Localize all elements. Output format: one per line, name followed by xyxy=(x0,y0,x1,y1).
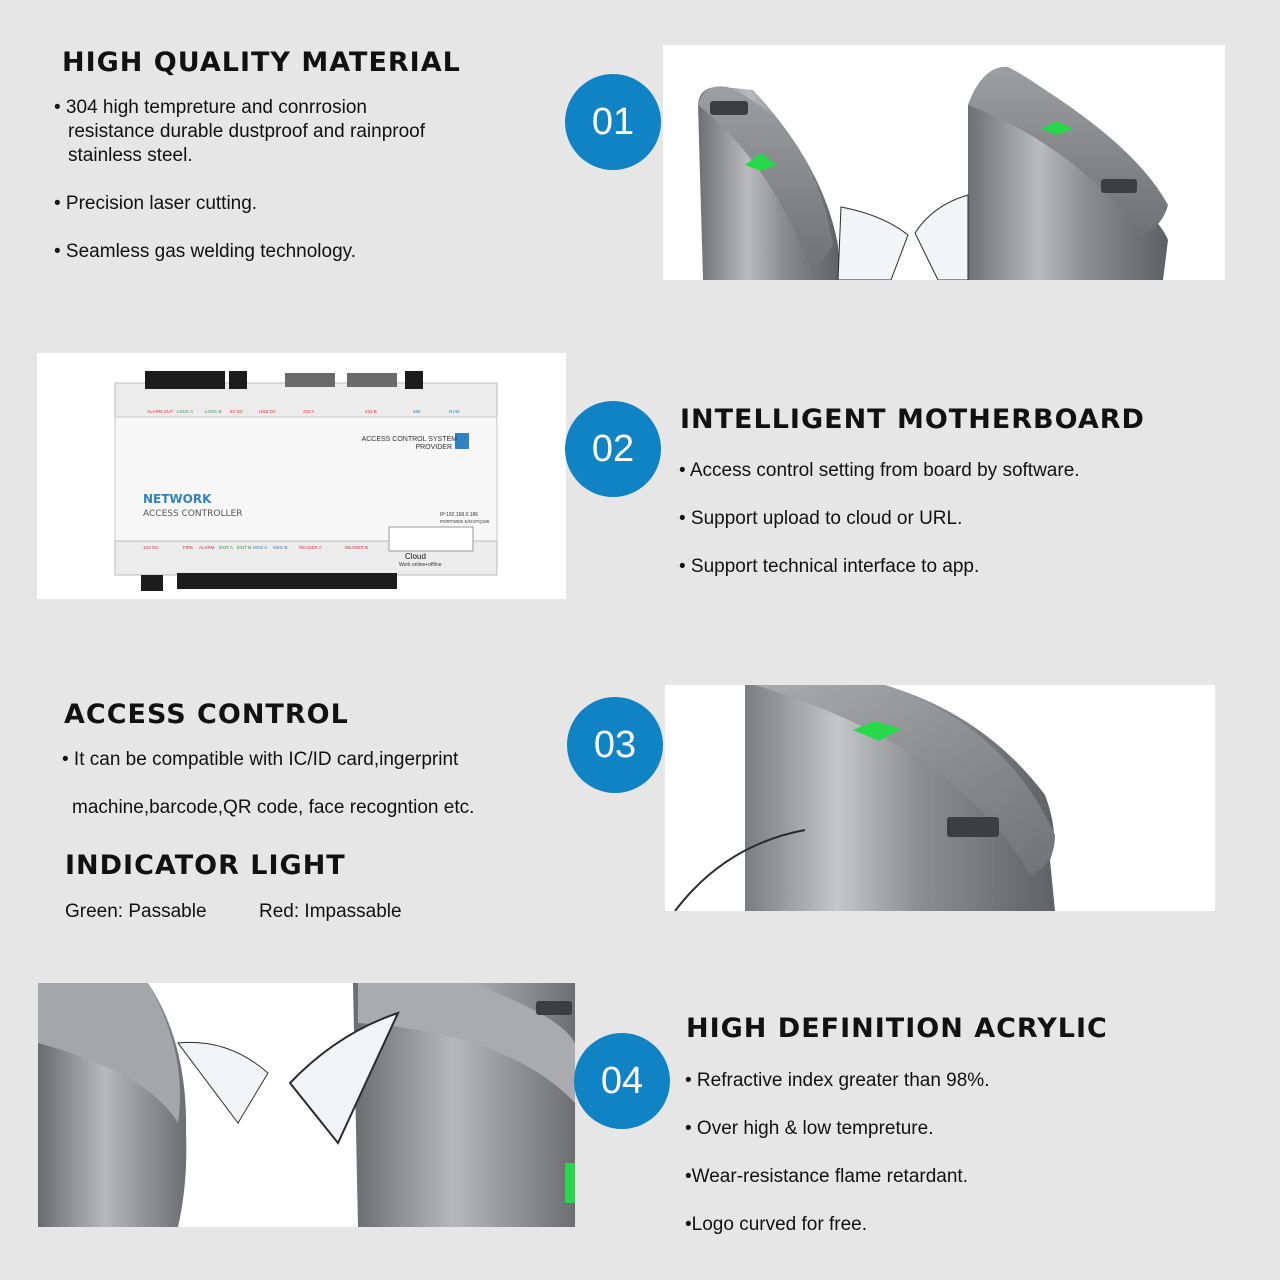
port-label: ALARM xyxy=(199,545,215,550)
turnstile-image-1 xyxy=(698,66,1168,280)
material-item-1-cont: resistance durable dustproof and rainpro… xyxy=(68,121,426,142)
controller-ip: IP:192.168.0.186 xyxy=(440,512,478,518)
material-item-2: • Precision laser cutting. xyxy=(54,193,258,214)
section-number-badge: 03 xyxy=(567,697,663,793)
controller-board-image: ACCESS CONTROL SYSTEM PROVIDER NETWORK A… xyxy=(114,371,498,591)
motherboard-item-2: • Support upload to cloud or URL. xyxy=(679,508,963,529)
controller-brand-2: PROVIDER xyxy=(415,444,452,451)
acrylic-item-1: • Refractive index greater than 98%. xyxy=(685,1070,990,1091)
port-label: FIRE xyxy=(183,545,193,550)
port-label: 5V DC xyxy=(230,409,244,414)
port-label: USB DC xyxy=(259,409,277,414)
section-number-badge: 02 xyxy=(565,401,661,497)
controller-product-1: NETWORK xyxy=(143,492,212,506)
port-label: EXIT A xyxy=(219,545,233,550)
controller-cloud: Cloud xyxy=(405,552,426,561)
section-number-badge: 04 xyxy=(574,1033,670,1129)
material-item-1: • 304 high tempreture and conrrosion xyxy=(54,97,367,118)
section-title-acrylic: HIGH DEFINITION ACRYLIC xyxy=(686,1013,1108,1044)
access-item-1: • It can be compatible with IC/ID card,i… xyxy=(62,749,459,770)
section-number-badge: 01 xyxy=(565,74,661,170)
turnstile-photo-4 xyxy=(38,983,575,1227)
port-label: ALARM OUT xyxy=(147,409,174,414)
port-label: RJ45 xyxy=(449,409,460,414)
port-label: MSG B xyxy=(273,545,288,550)
material-item-1-cont2: stainless steel. xyxy=(68,145,193,166)
turnstile-photo-1 xyxy=(663,45,1225,280)
controller-photo: ACCESS CONTROL SYSTEM PROVIDER NETWORK A… xyxy=(37,353,566,599)
port-label: EXIT B xyxy=(237,545,251,550)
port-label: MSG A xyxy=(253,545,267,550)
section-title-access: ACCESS CONTROL xyxy=(64,699,349,730)
motherboard-item-3: • Support technical interface to app. xyxy=(679,556,980,577)
controller-product-2: ACCESS CONTROLLER xyxy=(143,509,242,519)
port-label: READER B xyxy=(345,545,368,550)
acrylic-item-4: •Logo curved for free. xyxy=(685,1214,867,1235)
section-title-motherboard: INTELLIGENT MOTHERBOARD xyxy=(680,404,1145,435)
material-item-3: • Seamless gas welding technology. xyxy=(54,241,357,262)
port-label: LOCK A xyxy=(177,409,193,414)
controller-brand-1: ACCESS CONTROL SYSTEM xyxy=(362,436,458,443)
section-title-material: HIGH QUALITY MATERIAL xyxy=(62,47,461,78)
turnstile-image-4 xyxy=(38,983,575,1227)
indicator-light-title: INDICATOR LIGHT xyxy=(65,850,346,881)
controller-port: PORT:8000 S/N:97Q186 xyxy=(440,519,490,524)
indicator-green-label: Green: Passable xyxy=(65,901,207,922)
port-label: LOCK B xyxy=(205,409,222,414)
motherboard-item-1: • Access control setting from board by s… xyxy=(679,460,1080,481)
turnstile-image-3 xyxy=(674,685,1055,911)
port-label: 232 B xyxy=(365,409,377,414)
port-label: 12V DC xyxy=(143,545,160,550)
access-item-1-cont: machine,barcode,QR code, face recogntion… xyxy=(72,797,475,818)
port-label: READER A xyxy=(299,545,322,550)
port-label: 485 xyxy=(413,409,421,414)
acrylic-item-3: •Wear-resistance flame retardant. xyxy=(685,1166,968,1187)
controller-cloud-sub: Work online+offline xyxy=(399,562,442,568)
indicator-red-label: Red: Impassable xyxy=(259,901,402,922)
turnstile-photo-3 xyxy=(665,685,1215,911)
port-label: 232 A xyxy=(303,409,315,414)
acrylic-item-2: • Over high & low tempreture. xyxy=(685,1118,934,1139)
